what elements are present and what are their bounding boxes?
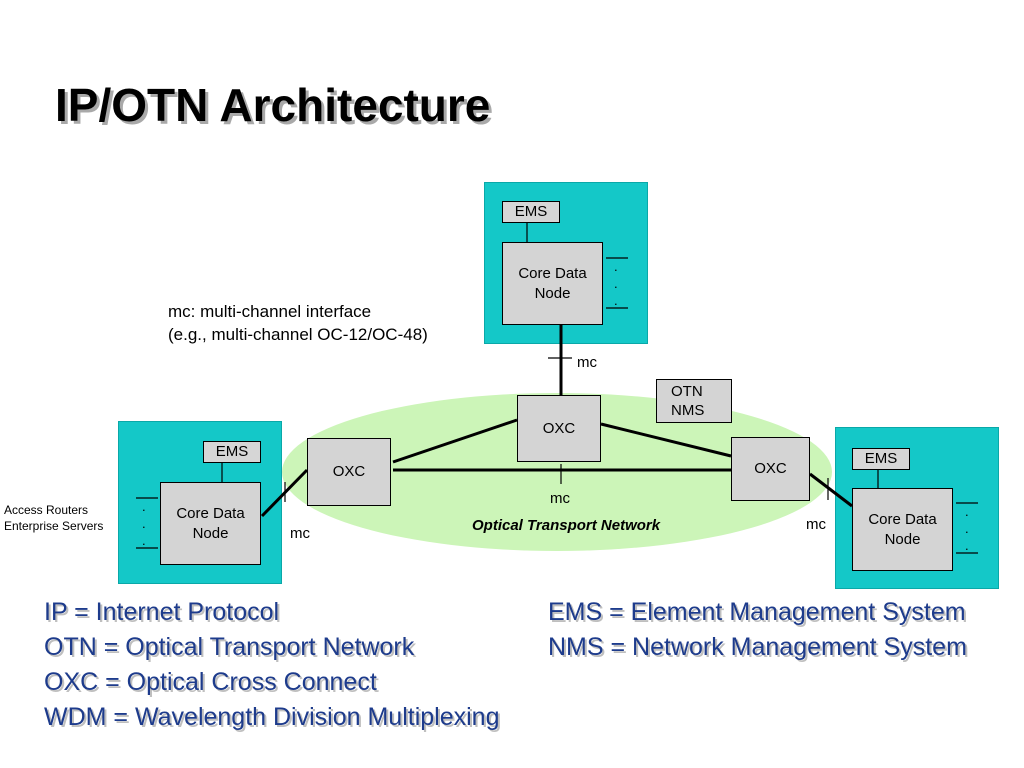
legend-ems: EMS = Element Management System (548, 598, 966, 626)
access-label: Access Routers Enterprise Servers (4, 503, 104, 533)
legend-otn: OTN = Optical Transport Network (44, 633, 415, 661)
core-data-node-left: Core Data Node (160, 482, 261, 565)
network-label: Optical Transport Network (472, 517, 661, 534)
port-dot-top-2: . (614, 276, 618, 291)
mc-label-middle: mc (550, 490, 570, 507)
mc-label-right: mc (806, 516, 826, 533)
port-dot-left-3: . (142, 533, 146, 548)
oxc-right: OXC (731, 437, 810, 501)
mc-note: mc: multi-channel interface (e.g., multi… (168, 302, 428, 344)
port-dot-top-1: . (614, 259, 618, 274)
core-data-node-top: Core Data Node (502, 242, 603, 325)
legend-right: EMS = Element Management System NMS = Ne… (548, 595, 967, 665)
legend-left: IP = Internet Protocol OTN = Optical Tra… (44, 595, 499, 735)
ems-box-top: EMS (502, 201, 560, 223)
core-data-node-right: Core Data Node (852, 488, 953, 571)
oxc-left: OXC (307, 438, 391, 506)
port-dot-right-1: . (965, 504, 969, 519)
port-dot-right-3: . (965, 538, 969, 553)
ems-box-left: EMS (203, 441, 261, 463)
ems-box-right: EMS (852, 448, 910, 470)
port-dot-left-1: . (142, 499, 146, 514)
legend-wdm: WDM = Wavelength Division Multiplexing (44, 703, 500, 731)
mc-label-top: mc (577, 354, 597, 371)
slide-title: IP/OTN Architecture (55, 79, 491, 131)
mc-label-left: mc (290, 525, 310, 542)
legend-nms: NMS = Network Management System (548, 633, 967, 661)
port-dot-right-2: . (965, 521, 969, 536)
link-right-node-oxc (809, 472, 853, 508)
legend-oxc: OXC = Optical Cross Connect (44, 668, 377, 696)
oxc-top: OXC (517, 395, 601, 462)
link-oxc-right (600, 422, 732, 458)
port-dot-left-2: . (142, 516, 146, 531)
legend-ip: IP = Internet Protocol (44, 598, 280, 626)
port-dot-top-3: . (614, 293, 618, 308)
otn-nms-box: OTN NMS (656, 379, 732, 423)
link-oxc-left (392, 418, 518, 464)
